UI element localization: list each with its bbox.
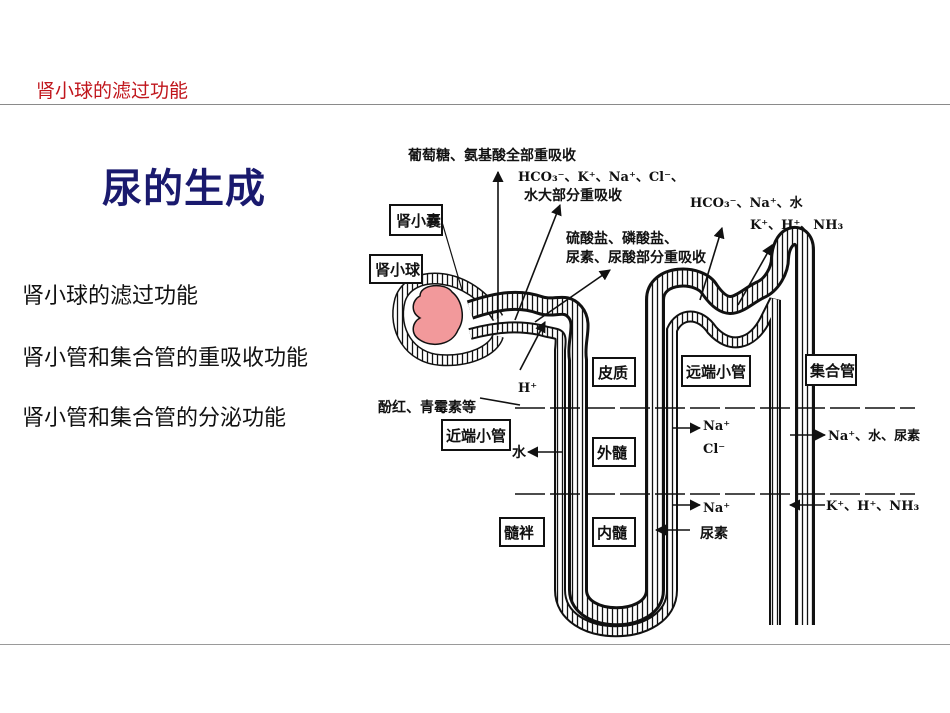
label-loop-box: 髓袢 [499,517,545,547]
label-outer-medulla-box: 外髓 [592,437,636,467]
label-capsule: 肾小囊 [396,212,442,230]
header-title: 肾小球的滤过功能 [36,80,189,102]
label-distal-box: 远端小管 [681,355,751,387]
bullet-reabsorption-clip: 肾小管和集合管的重吸收功能 [0,330,356,370]
annotation-glucose: 葡萄糖、氨基酸全部重吸收 [407,147,577,164]
annotation-water: 水 [512,444,527,461]
label-collecting-box: 集合管 [805,354,857,386]
annotation-urea: 尿素 [700,525,728,542]
label-glomerulus-box: 肾小球 [369,254,423,284]
label-cortex-box: 皮质 [592,357,636,387]
annotation-distal-top-line2: K⁺、H⁺、NH₃ [750,218,843,233]
label-proximal-box: 近端小管 [441,419,511,451]
zone-divider-lines [515,407,915,495]
label-cortex: 皮质 [598,364,628,382]
bowman-capsule [392,272,504,367]
annotation-distal-top-line1: HCO₃⁻、Na⁺、水 [690,195,804,211]
annotation-cl-outer: Cl⁻ [703,442,725,457]
annotation-sulfate-line2: 尿素、尿酸部分重吸收 [566,249,707,266]
label-glomerulus: 肾小球 [375,261,421,279]
label-collecting: 集合管 [809,362,855,380]
flow-arrows [479,170,827,536]
label-proximal: 近端小管 [446,427,506,445]
header-divider [0,104,950,105]
slide-title: 尿的生成 [102,166,266,212]
annotation-ions-line2: 水大部分重吸收 [524,187,623,204]
bullet-filtration: 肾小球的滤过功能 [22,284,199,309]
bullet-secretion: 肾小管和集合管的分泌功能 [22,406,287,431]
footer-divider [0,644,950,645]
label-inner-medulla: 内髓 [597,524,628,542]
annotation-na-inner: Na⁺ [703,501,730,516]
label-distal: 远端小管 [686,363,746,381]
annotation-na-outer: Na⁺ [703,419,730,434]
annotation-ions-line1: HCO₃⁻、K⁺、Na⁺、Cl⁻、 [518,170,684,185]
label-loop: 髓袢 [504,524,534,542]
label-capsule-box: 肾小囊 [389,204,443,236]
label-outer-medulla: 外髓 [596,444,628,462]
annotation-collecting-out: Na⁺、水、尿素 [828,428,920,444]
capsule-leader [441,221,463,291]
label-inner-medulla-box: 内髓 [592,517,636,547]
annotation-phenol: 酚红、青霉素等 [378,399,476,416]
glomerulus-shape [412,284,464,346]
proximal-tubule [466,226,815,638]
annotation-h-plus: H⁺ [518,381,537,396]
annotation-sulfate-line1: 硫酸盐、磷酸盐、 [566,230,678,247]
annotation-collecting-in: K⁺、H⁺、NH₃ [826,499,919,514]
bullet-reabsorption: 肾小管和集合管的重吸收功能 [22,346,309,370]
